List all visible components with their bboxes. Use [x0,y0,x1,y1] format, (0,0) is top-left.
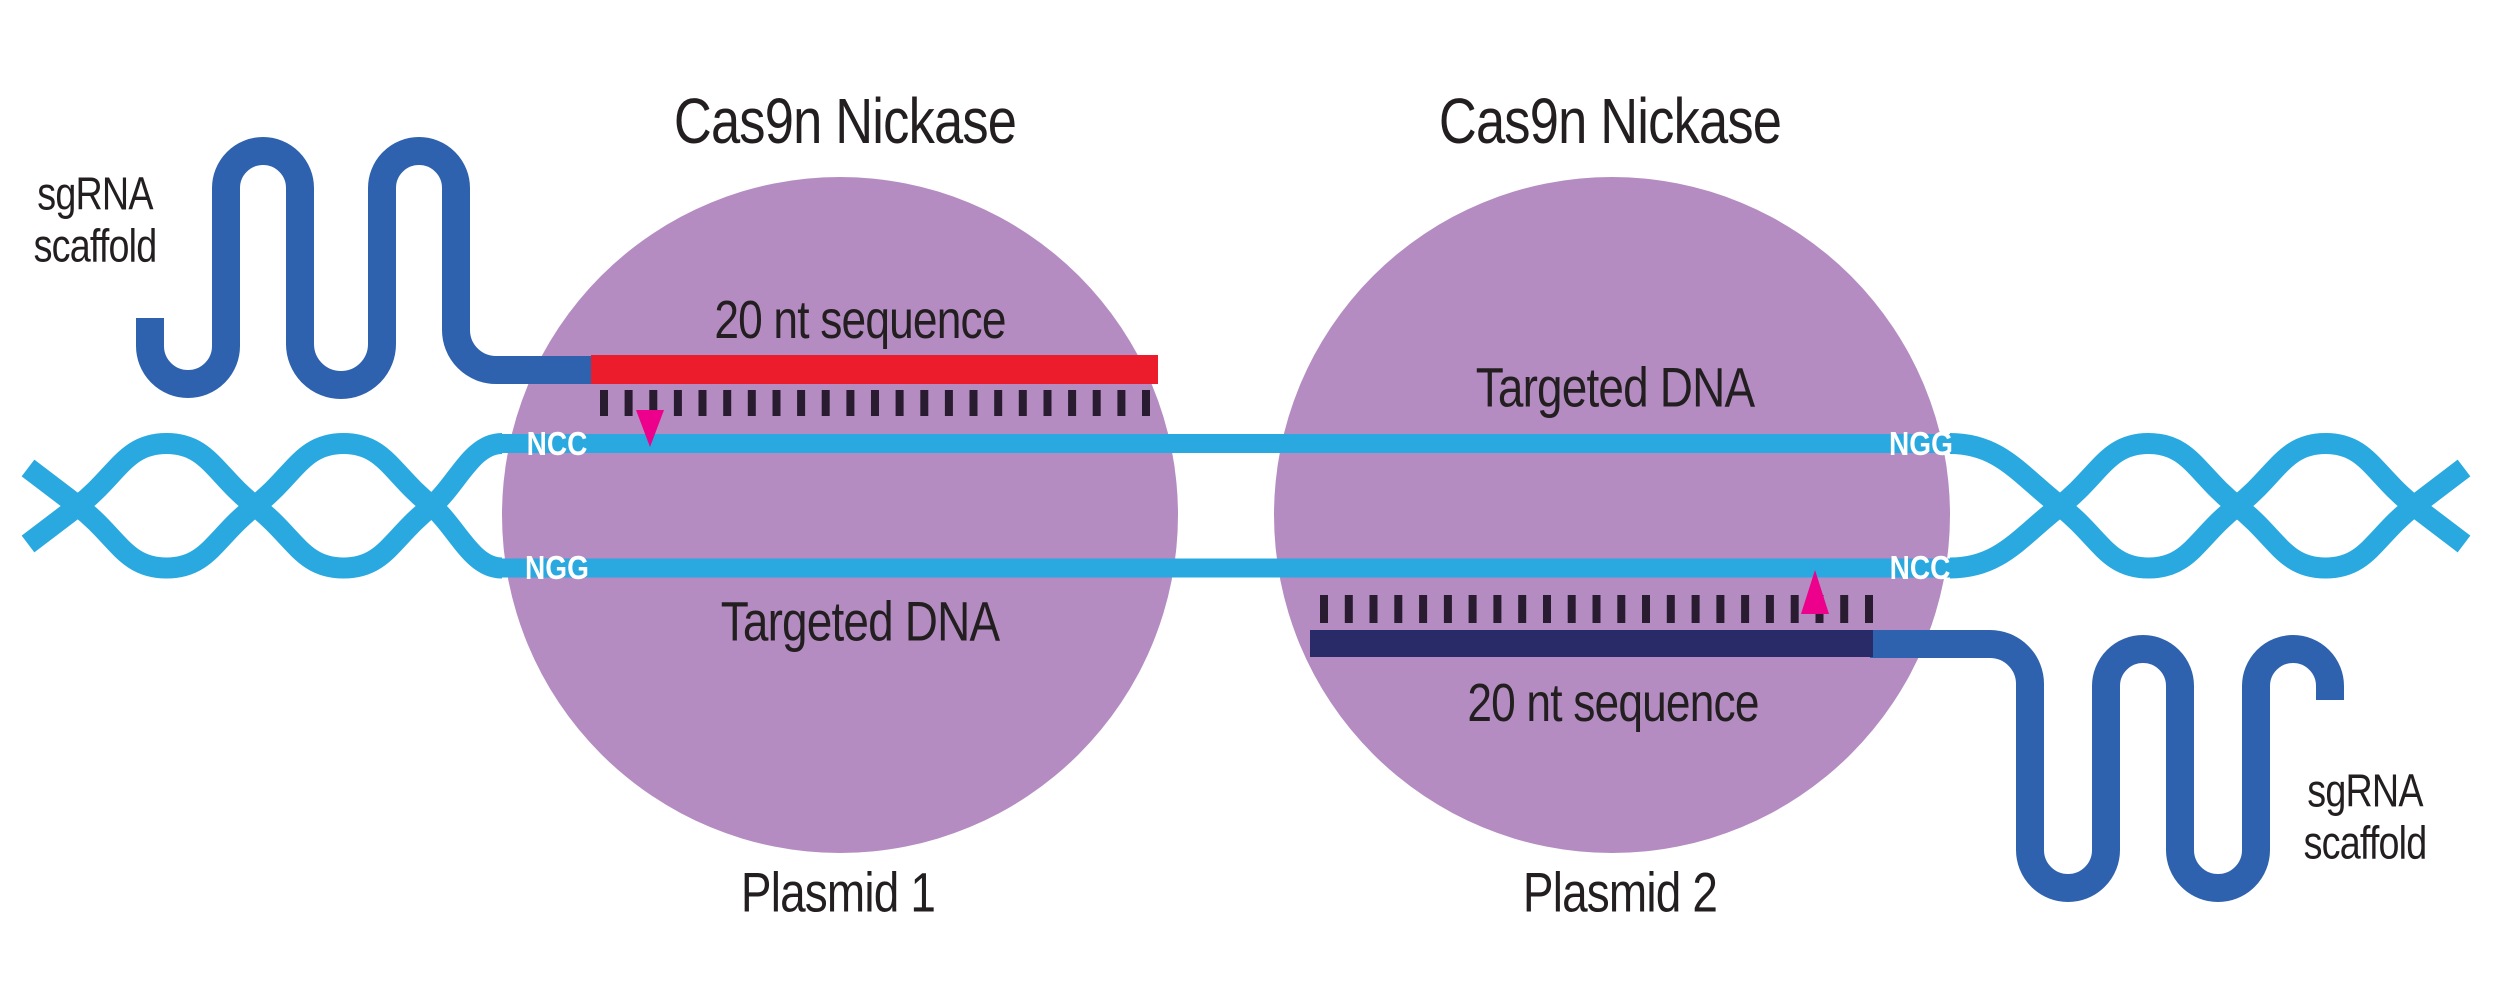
dna-helix-right-strand-a [1949,432,2471,579]
sgrna-scaffold-label-left: sgRNA scaffold [33,167,158,271]
base-pair-tick [1543,595,1551,623]
base-pair-tick [944,390,953,416]
base-pair-tick [895,390,904,416]
base-pair-tick [969,390,978,416]
sgrna-scaffold-label-right: sgRNA scaffold [2303,764,2428,868]
base-pair-tick [673,390,682,416]
sgrna-label-line1: sgRNA [2307,764,2423,817]
cas9n-body-right [1274,177,1950,853]
base-pair-tick [1567,595,1576,623]
base-pair-tick [1394,595,1403,623]
pam-ngg-left: NGG [525,549,589,586]
base-pair-tick [1592,595,1601,623]
right-20nt-sequence-label: 20 nt sequence [1467,672,1759,733]
base-pair-tick [1344,595,1353,623]
base-pair-tick [1741,595,1750,623]
base-pair-tick [994,390,1003,416]
base-pair-tick [821,390,830,416]
plasmid-1-label: Plasmid 1 [740,860,936,924]
dna-helix-left-strand-b [21,432,504,579]
left-targeted-dna-label: Targeted DNA [720,589,1000,653]
base-pair-tick [1142,390,1150,416]
base-pair-tick [1369,595,1378,623]
base-pair-tick [1642,595,1650,623]
nick-arrow-left [636,410,664,447]
guide-sequence-bar-left [591,355,1158,384]
guide-sequence-bar-right [1310,630,1873,657]
base-pair-tick [1043,390,1052,416]
base-pair-tick [1117,390,1126,416]
base-pair-tick [600,390,608,416]
base-pair-tick [1765,595,1774,623]
base-pair-tick [1865,595,1873,623]
left-20nt-sequence-label: 20 nt sequence [714,289,1006,350]
base-pair-tick [747,390,756,416]
base-pair-tick [871,390,879,416]
base-pair-tick [920,390,929,416]
base-pair-tick [624,390,633,416]
base-pair-tick [846,390,855,416]
base-pair-tick [723,390,732,416]
base-pair-tick [1419,595,1428,623]
sgrna-scaffold-right [1870,630,2344,902]
base-pair-ticks-left [600,390,1150,416]
base-pair-tick [698,390,707,416]
base-pair-tick [1617,595,1626,623]
cas9n-body-left [502,177,1178,853]
base-pair-tick [649,390,658,416]
base-pair-tick [797,390,806,416]
pam-ngg-right: NGG [1889,425,1953,462]
base-pair-tick [1716,595,1725,623]
sgrna-label-line1: sgRNA [37,167,153,220]
base-pair-tick [1468,595,1477,623]
base-pair-tick [1018,390,1027,416]
base-pair-ticks-right [1320,595,1873,623]
sgrna-scaffold-left [136,137,600,399]
sgrna-label-line2: scaffold [33,219,158,271]
base-pair-tick [1092,390,1101,416]
base-pair-tick [1493,595,1502,623]
pam-ncc-right: NCC [1889,549,1951,586]
base-pair-tick [1068,390,1077,416]
plasmid-2-label: Plasmid 2 [1522,860,1718,924]
pam-ncc-left: NCC [526,425,588,462]
base-pair-tick [1320,595,1328,623]
right-targeted-dna-label: Targeted DNA [1475,355,1755,419]
right-cas9n-title: Cas9n Nickase [1438,85,1782,158]
base-pair-tick [1790,595,1799,623]
nick-arrow-right [1801,570,1829,614]
base-pair-tick [1518,595,1527,623]
base-pair-tick [1840,595,1849,623]
base-pair-tick [772,390,781,416]
sgrna-label-line2: scaffold [2303,816,2428,868]
base-pair-tick [1691,595,1700,623]
base-pair-tick [1666,595,1675,623]
base-pair-tick [1443,595,1452,623]
dna-helix-right-strand-b [1949,432,2471,579]
left-cas9n-title: Cas9n Nickase [673,85,1017,158]
